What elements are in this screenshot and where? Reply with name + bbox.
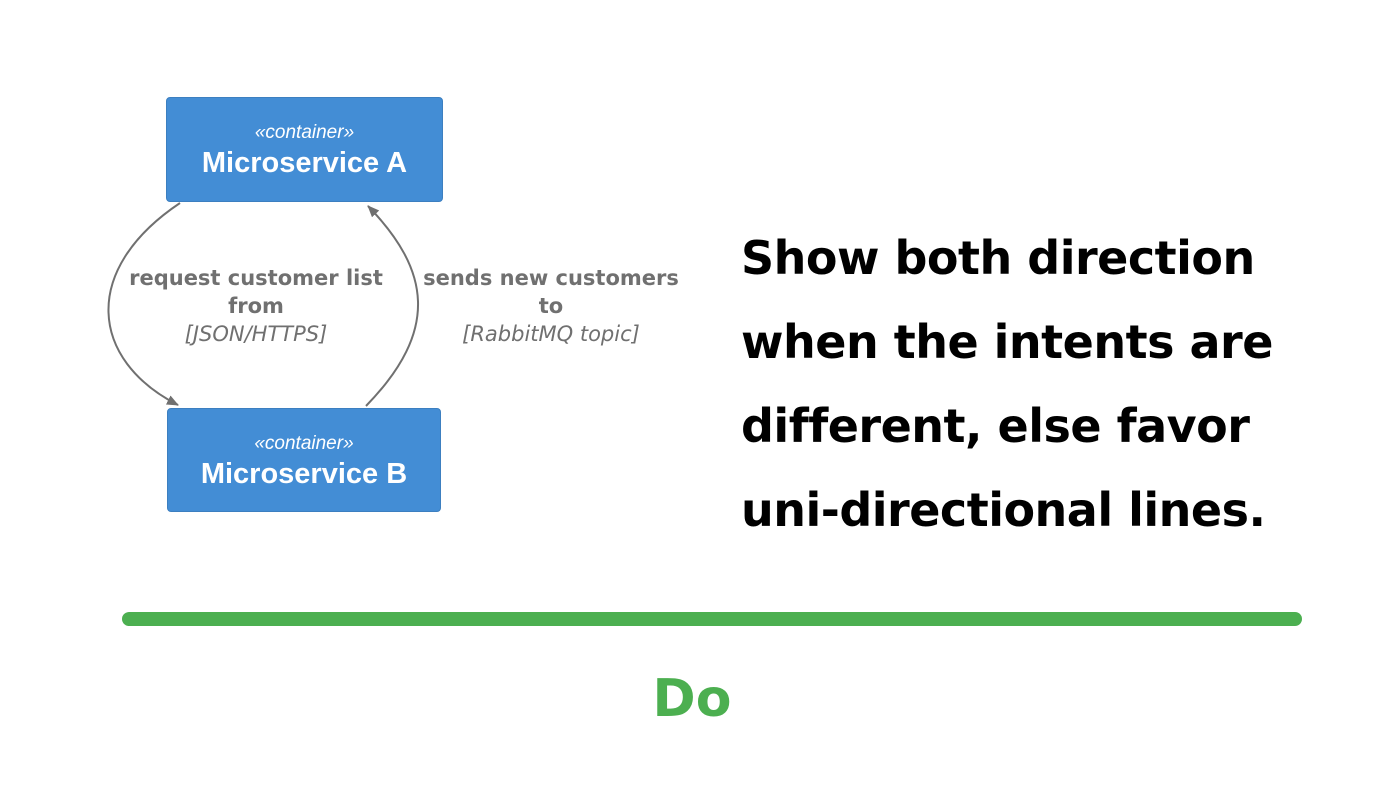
node-stereotype: «container» [254, 433, 354, 454]
guideline-line: different, else favor [741, 399, 1250, 453]
node-title: Microservice B [200, 458, 408, 490]
edge-label-line: from [228, 294, 284, 318]
verdict-divider [122, 612, 1302, 626]
edge-technology: [RabbitMQ topic] [462, 322, 640, 346]
node-microservice-a[interactable]: «container» Microservice A [166, 97, 443, 202]
edge-label-request: request customer list from [JSON/HTTPS] [118, 264, 394, 348]
edge-label-sends: sends new customers to [RabbitMQ topic] [410, 264, 692, 348]
edge-label-line: to [538, 294, 564, 318]
node-stereotype: «container» [254, 122, 355, 143]
guideline-line: when the intents are [741, 315, 1273, 369]
guideline-line: Show both direction [741, 231, 1255, 285]
node-title: Microservice A [201, 147, 408, 179]
guideline-line: uni-directional lines. [741, 483, 1266, 537]
node-microservice-b[interactable]: «container» Microservice B [167, 408, 441, 512]
guideline-text: Show both direction when the intents are… [741, 216, 1341, 552]
edge-label-line: sends new customers [423, 266, 679, 290]
verdict-label: Do [652, 669, 732, 729]
edge-technology: [JSON/HTTPS] [184, 322, 328, 346]
edge-label-line: request customer list [129, 266, 383, 290]
